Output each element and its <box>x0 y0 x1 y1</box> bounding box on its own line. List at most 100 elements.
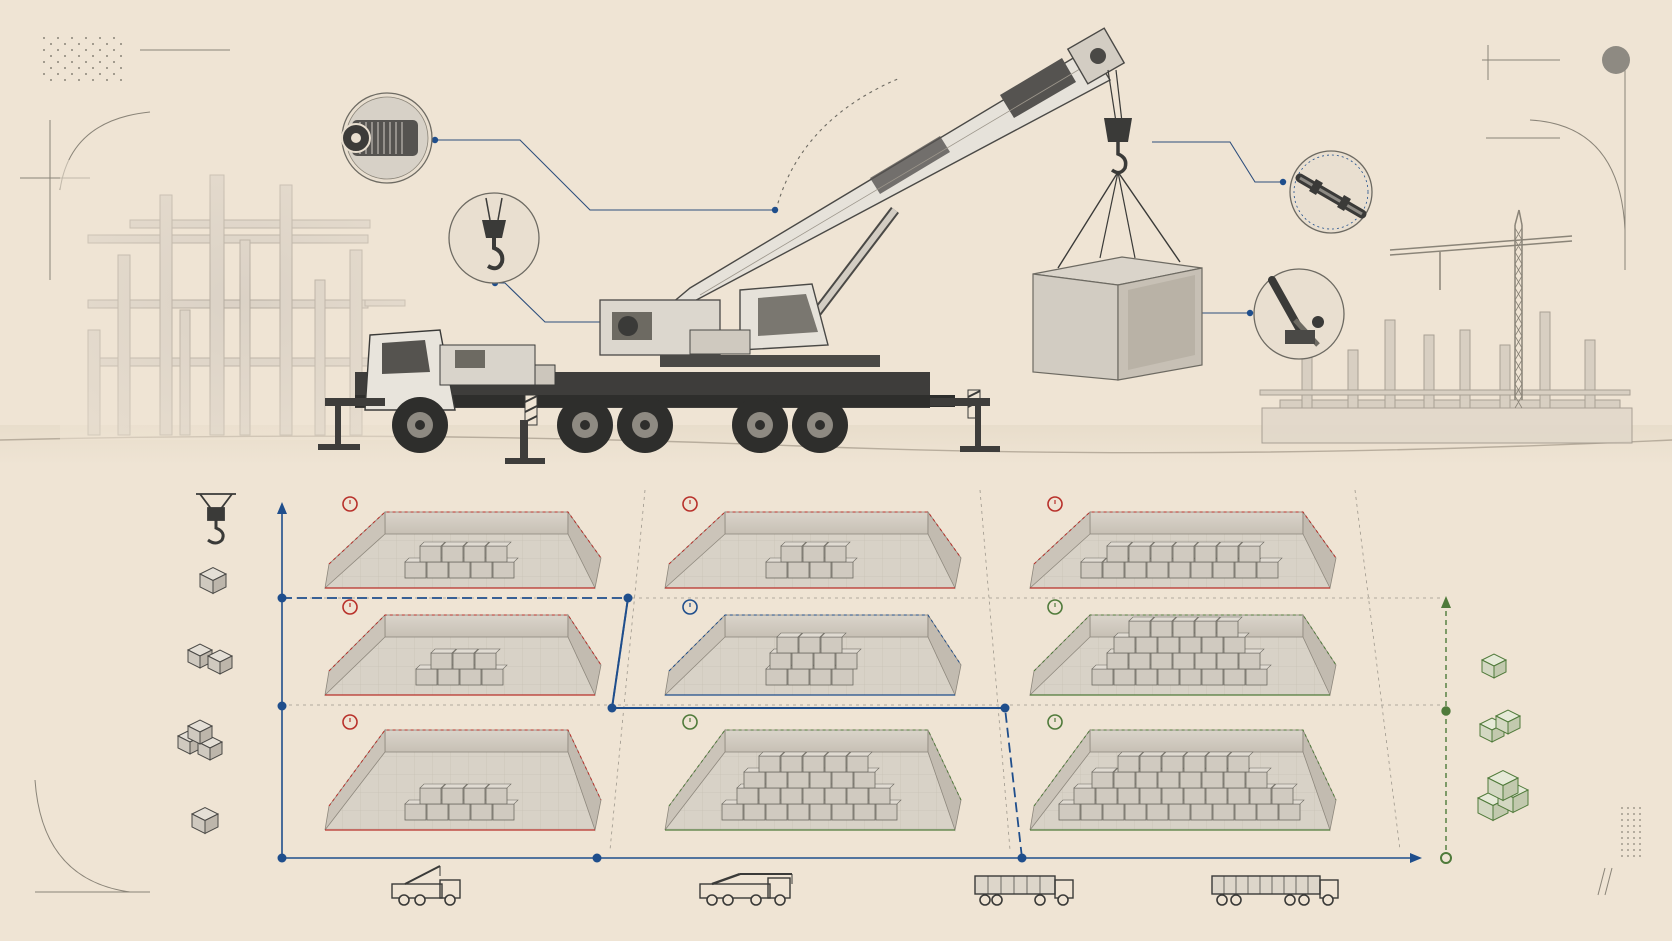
concrete-block <box>1117 751 1144 773</box>
concrete-block <box>1238 541 1265 563</box>
concrete-block <box>463 541 490 563</box>
concrete-block <box>419 783 446 805</box>
cell-marker <box>342 496 358 512</box>
cell-marker <box>682 496 698 512</box>
small-block-icon <box>190 806 220 835</box>
concrete-block <box>452 648 479 670</box>
concrete-block <box>758 751 785 773</box>
dot-matrix-top-left <box>43 37 122 81</box>
medium-block-icon <box>1478 709 1522 743</box>
concrete-block <box>1073 783 1100 805</box>
right-construction-site <box>1259 311 1633 444</box>
crane-wheel <box>557 397 613 453</box>
concrete-block <box>463 783 490 805</box>
concrete-block <box>846 751 873 773</box>
double-block-icon <box>186 643 234 675</box>
concrete-block <box>1091 767 1118 789</box>
crane-wheel <box>732 397 788 453</box>
iso-cube <box>206 649 234 675</box>
concrete-block <box>419 541 446 563</box>
load-cell <box>324 599 602 697</box>
concrete-block <box>1194 541 1221 563</box>
concrete-block <box>441 783 468 805</box>
concrete-block <box>780 541 807 563</box>
concrete-block <box>1216 616 1243 638</box>
iso-cube <box>1486 769 1520 802</box>
concrete-block <box>776 632 803 654</box>
concrete-block <box>474 648 501 670</box>
concrete-block <box>1161 751 1188 773</box>
vertical-axis <box>277 502 287 858</box>
boom-pin-icon <box>1289 150 1373 234</box>
mobile-crane-truck <box>318 27 1203 464</box>
cell-marker <box>1047 599 1063 615</box>
concrete-block <box>1183 751 1210 773</box>
concrete-block <box>1256 557 1283 579</box>
concrete-block <box>1271 783 1298 805</box>
cell-marker <box>342 599 358 615</box>
crane-wheel <box>617 397 673 453</box>
long-flatbed-truck-icon <box>1211 875 1339 906</box>
concrete-block <box>430 648 457 670</box>
crane-hook-icon <box>196 493 236 545</box>
horizontal-axis <box>282 853 1422 863</box>
load-cell <box>1029 496 1337 590</box>
load-cell <box>664 599 962 697</box>
iso-cube <box>186 719 214 745</box>
background-decor <box>20 37 1641 893</box>
load-cell <box>1029 599 1337 697</box>
callout-dots <box>431 136 1287 317</box>
load-cell <box>324 714 602 832</box>
crane-superstructure <box>599 283 880 367</box>
iso-cube <box>190 806 220 835</box>
right-green-axis <box>1440 596 1452 864</box>
corner-disc <box>1602 46 1630 74</box>
hydraulic-ram-icon <box>1253 268 1345 360</box>
concrete-block <box>1205 751 1232 773</box>
cell-marker <box>682 714 698 730</box>
tower-crane <box>1389 209 1573 409</box>
hook-block-icon <box>448 192 540 284</box>
crane-wheel <box>392 397 448 453</box>
winch-drum-icon <box>341 92 433 184</box>
concrete-block <box>1245 767 1272 789</box>
concrete-block <box>1227 751 1254 773</box>
iso-cube <box>1494 709 1522 735</box>
concrete-block <box>1216 541 1243 563</box>
crane-wheels <box>392 397 848 453</box>
load-cell <box>664 714 962 832</box>
concrete-block <box>780 751 807 773</box>
cell-marker <box>682 599 698 615</box>
load-cell <box>324 496 602 590</box>
concrete-block <box>824 541 851 563</box>
concrete-block <box>1080 557 1107 579</box>
cell-marker <box>1047 496 1063 512</box>
concrete-block <box>1106 541 1133 563</box>
concrete-block <box>1194 616 1221 638</box>
crane-truck-icon <box>699 872 793 906</box>
cell-marker <box>342 714 358 730</box>
concrete-block <box>802 541 829 563</box>
load-cell <box>664 496 962 590</box>
concrete-block <box>820 632 847 654</box>
concrete-block <box>1150 541 1177 563</box>
flatbed-truck-icon <box>974 875 1074 906</box>
concrete-block <box>485 541 512 563</box>
concrete-block <box>441 541 468 563</box>
concrete-block <box>798 632 825 654</box>
small-crane-truck-icon <box>391 865 461 906</box>
right-icon-column <box>1476 653 1530 822</box>
left-icon-column <box>176 493 236 835</box>
crane-wheel <box>792 397 848 453</box>
concrete-block <box>1128 616 1155 638</box>
large-block-icon <box>1476 769 1530 822</box>
axis-nodes <box>277 593 1027 863</box>
concrete-block <box>485 783 512 805</box>
concrete-block <box>802 751 829 773</box>
concrete-block <box>404 557 431 579</box>
triple-block-icon <box>176 719 224 761</box>
dot-matrix-bottom-right <box>1621 807 1641 857</box>
load-matrix <box>277 489 1452 864</box>
